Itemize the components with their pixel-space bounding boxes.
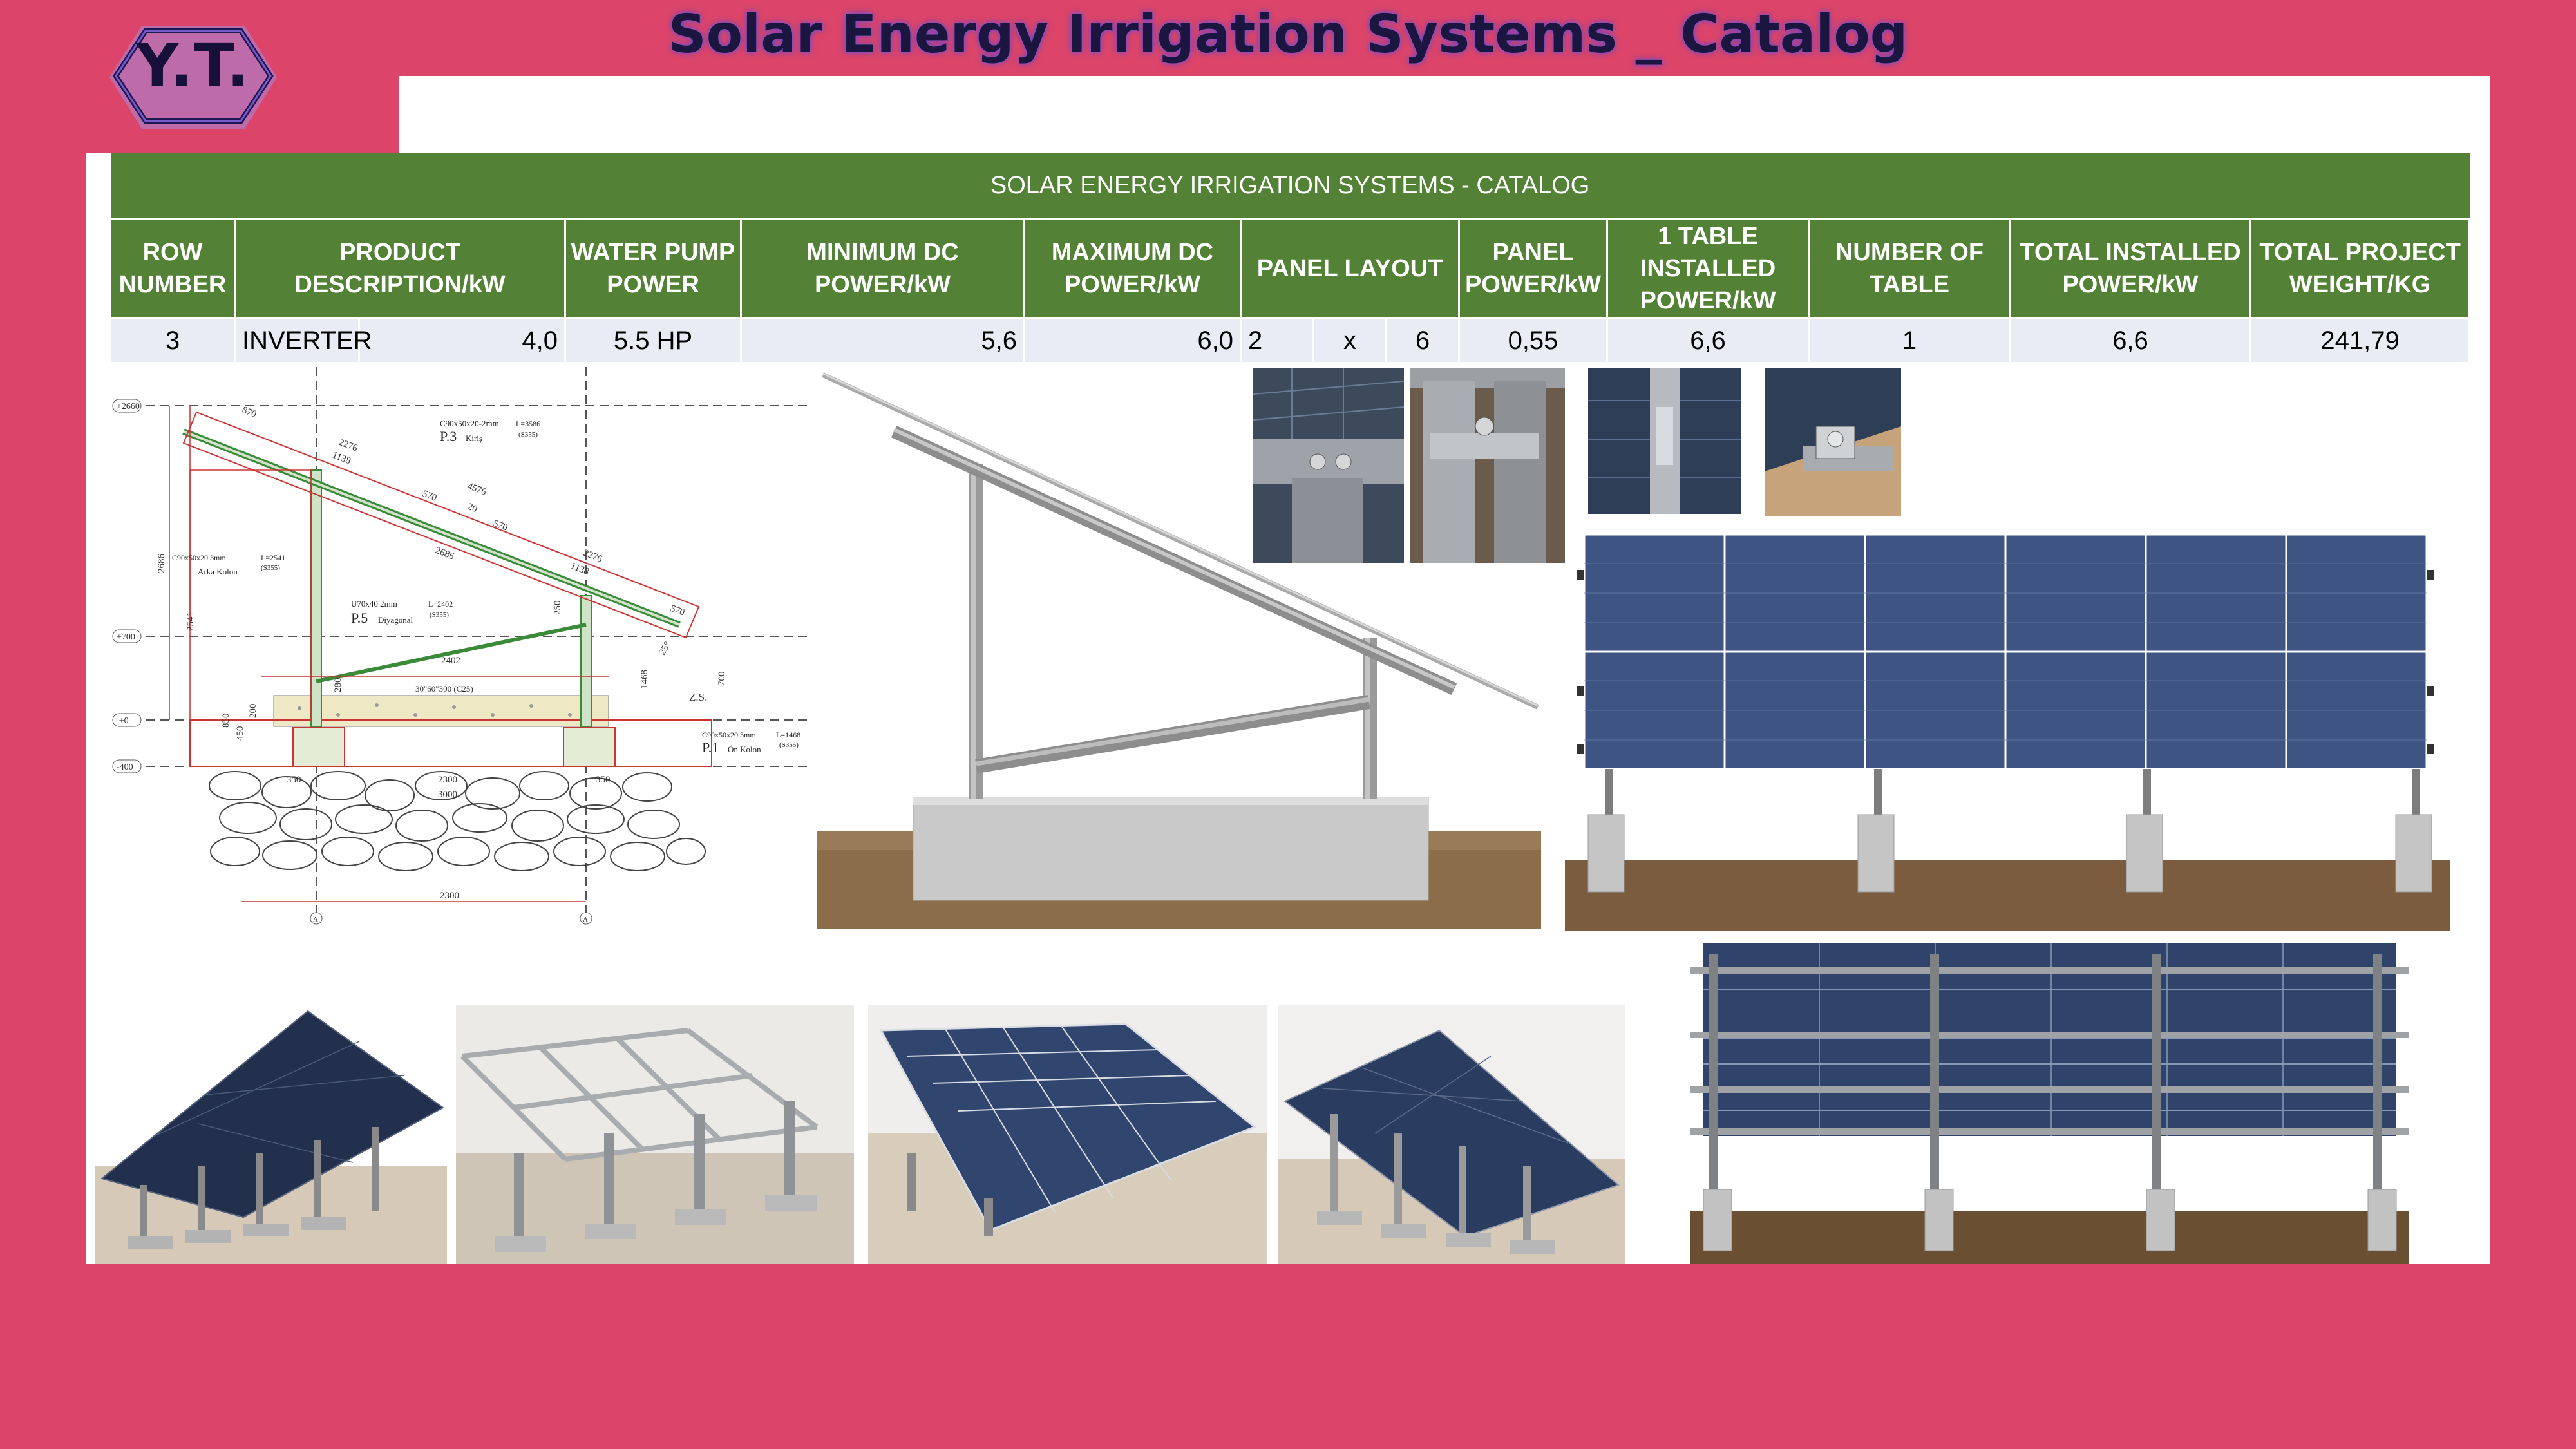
header-minimum-dc-power: MINIMUM DC POWER/kW xyxy=(740,218,1025,319)
dim-1138-a: 1138 xyxy=(331,450,352,466)
p1-length: L=1468 xyxy=(776,730,800,739)
dim-2541: 2541 xyxy=(185,612,196,631)
header-panel-layout: PANEL LAYOUT xyxy=(1240,218,1460,319)
dim-2686-b: 2686 xyxy=(156,554,167,574)
header-number-of-table: NUMBER OF TABLE xyxy=(1808,218,2011,319)
header-row-number: ROW NUMBER xyxy=(109,218,236,319)
panel-array-front-render xyxy=(1565,533,2450,931)
p5-material: (S355) xyxy=(430,611,449,619)
header-total-installed-power: TOTAL INSTALLED POWER/kW xyxy=(2009,218,2251,319)
dim-3000: 3000 xyxy=(438,790,457,800)
header-maximum-dc-power: MAXIMUM DC POWER/kW xyxy=(1023,218,1242,319)
cell-layout-cols: 6 xyxy=(1385,317,1460,364)
level-plus2660: +2660 xyxy=(117,402,140,412)
header-product-description: PRODUCT DESCRIPTION/kW xyxy=(234,218,566,319)
cell-panel-power: 0,55 xyxy=(1458,317,1608,364)
p2-name: Arka Kolon xyxy=(198,567,238,576)
cell-layout-x: x xyxy=(1312,317,1387,364)
cell-product: INVERTER xyxy=(234,317,372,364)
p3-material: (S355) xyxy=(518,431,538,439)
zs-label: Z.S. xyxy=(689,691,707,703)
bracket-detail-photo-2 xyxy=(1410,368,1565,563)
dim-2300-a: 2300 xyxy=(438,775,457,785)
dim-4576: 4576 xyxy=(466,481,488,498)
cell-total-installed-power: 6,6 xyxy=(2009,317,2251,364)
axis-a-right: A xyxy=(583,916,588,923)
logo-text: Y.T. xyxy=(135,31,251,100)
frame-side-render xyxy=(817,372,1541,929)
dim-350-a: 350 xyxy=(287,775,301,785)
p1-material: (S355) xyxy=(779,741,799,749)
clamp-detail-photo-1 xyxy=(1588,368,1741,514)
header-table-installed-power: 1 TABLE INSTALLED POWER/kW xyxy=(1606,218,1810,319)
dim-2276-a: 2276 xyxy=(337,437,359,454)
p3-spec: C90x50x20-2mm xyxy=(440,419,499,428)
page-title: Solar Energy Irrigation Systems _ Catalo… xyxy=(668,4,1908,65)
p2-length: L=2541 xyxy=(261,553,285,562)
p5-spec: U70x40 2mm xyxy=(351,599,397,609)
dim-2300-b: 2300 xyxy=(440,891,459,901)
table-row: 3 INVERTER 4,0 5.5 HP 5,6 6,0 2 x 6 0,55… xyxy=(109,317,2471,364)
dim-850: 850 xyxy=(221,714,231,728)
cell-number-of-table: 1 xyxy=(1808,317,2011,364)
cell-product-kw: 4,0 xyxy=(358,317,566,364)
p1-label: P.1 xyxy=(702,739,719,755)
dim-700: 700 xyxy=(717,672,727,687)
p2-material: (S355) xyxy=(261,564,280,572)
array-render-3 xyxy=(1278,1005,1625,1264)
table-caption: SOLAR ENERGY IRRIGATION SYSTEMS - CATALO… xyxy=(110,153,2470,219)
dim-20: 20 xyxy=(466,502,479,515)
company-logo xyxy=(109,26,277,129)
dim-570-c: 570 xyxy=(669,603,687,618)
dim-280: 280 xyxy=(333,678,343,693)
header-water-pump-power: WATER PUMP POWER xyxy=(564,218,742,319)
clamp-detail-photo-2 xyxy=(1765,368,1901,516)
bracket-detail-photo-1 xyxy=(1253,368,1404,563)
level-minus400: -400 xyxy=(117,762,133,772)
dim-450: 450 xyxy=(235,726,245,741)
p5-name: Diyagonal xyxy=(378,615,413,625)
dim-2402: 2402 xyxy=(441,656,460,666)
array-render-2 xyxy=(868,1005,1267,1264)
cell-min-dc-power: 5,6 xyxy=(740,317,1025,364)
p3-label: P.3 xyxy=(440,428,457,444)
p5-length: L=2402 xyxy=(428,600,453,609)
level-zero: ±0 xyxy=(119,716,129,726)
cell-table-installed-power: 6,6 xyxy=(1606,317,1810,364)
concrete-spec: 30"60"300 (C25) xyxy=(415,684,473,694)
dim-25-deg: 25° xyxy=(658,640,673,657)
technical-drawing: +2660 +700 ±0 -400 870 2276 1138 xyxy=(112,367,808,925)
cell-water-pump-power: 5.5 HP xyxy=(564,317,742,364)
p3-length: L=3586 xyxy=(516,419,540,428)
frame-structure-render xyxy=(456,1005,854,1264)
p1-spec: C90x50x20 3mm xyxy=(702,730,756,739)
cell-layout-rows: 2 xyxy=(1240,317,1314,364)
panel-array-rear-render xyxy=(1690,943,2409,1264)
dim-570-b: 570 xyxy=(492,518,509,533)
axis-a-left: A xyxy=(313,916,318,923)
catalog-table: SOLAR ENERGY IRRIGATION SYSTEMS - CATALO… xyxy=(109,153,2471,364)
p5-label: P.5 xyxy=(351,610,368,626)
header-total-project-weight: TOTAL PROJECT WEIGHT/KG xyxy=(2249,218,2471,319)
dim-570-a: 570 xyxy=(421,489,439,504)
sheet-header-area xyxy=(399,76,2490,155)
level-plus700: +700 xyxy=(117,632,135,642)
cell-row-number: 3 xyxy=(109,317,236,364)
dim-870: 870 xyxy=(241,405,258,420)
array-render-1 xyxy=(95,1010,447,1264)
dim-350-b: 350 xyxy=(596,775,611,785)
cell-max-dc-power: 6,0 xyxy=(1023,317,1242,364)
header-panel-power: PANEL POWER/kW xyxy=(1458,218,1608,319)
dim-250: 250 xyxy=(553,601,563,616)
cell-total-project-weight: 241,79 xyxy=(2249,317,2471,364)
dim-1468: 1468 xyxy=(639,670,650,689)
p3-name: Kiriş xyxy=(466,433,482,443)
dim-200: 200 xyxy=(248,704,258,719)
p2-spec: C90x50x20 3mm xyxy=(172,553,226,562)
p1-name: Ön Kolon xyxy=(728,744,761,754)
